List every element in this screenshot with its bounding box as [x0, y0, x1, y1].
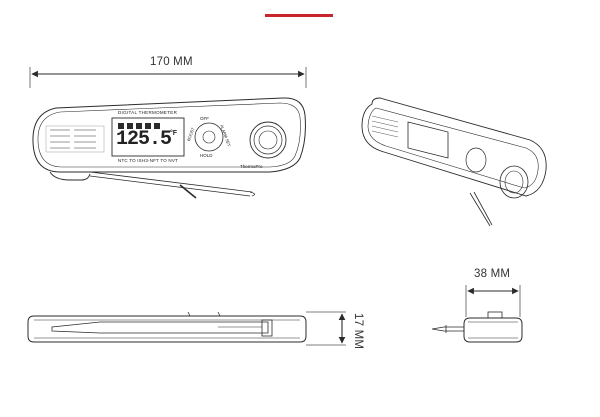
side-view [27, 311, 307, 343]
front-lcd-icons [118, 123, 160, 129]
height-dimension [306, 311, 346, 346]
length-label: 170 MM [150, 56, 193, 68]
lcd-strip-text: NTC TO ISH3-NFT TO NVT [118, 158, 178, 163]
lcd-reading: 125.5 [116, 128, 172, 151]
button-up-label: OFF [200, 116, 209, 121]
lcd-unit: °F [170, 130, 178, 137]
perspective-view [361, 97, 547, 227]
length-dimension [29, 67, 307, 88]
depth-label: 38 MM [474, 268, 511, 280]
perspective-legend [371, 115, 399, 138]
brand-label: ThermoPro [240, 164, 263, 169]
front-legend-lines [50, 129, 96, 149]
depth-dimension [465, 285, 521, 317]
button-down-label: HOLD [200, 153, 213, 158]
header-accent-line [265, 14, 333, 17]
height-label: 17 MM [352, 313, 364, 350]
device-top-label: DIGITAL THERMOMETER [118, 110, 178, 115]
end-view [431, 311, 523, 343]
front-view [32, 97, 306, 199]
